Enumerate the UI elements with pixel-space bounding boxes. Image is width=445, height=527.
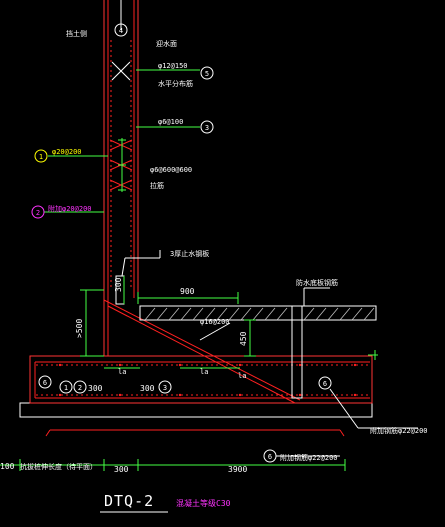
label-horiz-dist: 水平分布筋: [158, 79, 193, 88]
label-bottom-bar2: 附加钢筋φ22@200: [280, 453, 338, 462]
dim-300-mid: 300: [140, 384, 155, 393]
callout-3: [200, 120, 214, 134]
svg-text:4: 4: [119, 27, 123, 35]
wall-ties: [109, 139, 133, 191]
svg-text:1: 1: [64, 384, 68, 392]
callout-5: [200, 66, 214, 80]
haunch-rebar: [103, 299, 301, 404]
label-tie-bar: φ6@100: [158, 118, 183, 126]
callouts: [31, 23, 332, 463]
label-bottom-note: 抗拔桩伸长度（待平面）: [20, 462, 97, 471]
leader-lines: [159, 250, 418, 457]
drawing-subtitle: 混凝土等级C30: [176, 498, 231, 508]
callout-6a: [38, 375, 52, 389]
dim-500: >500: [75, 319, 84, 338]
label-bar1: φ20@200: [52, 148, 82, 156]
label-outer-side: 挡土侧: [66, 29, 87, 38]
bottom-bracket: [45, 429, 345, 437]
label-floor: 防水底板钢筋: [296, 278, 338, 287]
wall-outline: [103, 0, 139, 356]
dim-450: 450: [239, 331, 248, 346]
svg-text:6: 6: [323, 380, 327, 388]
label-bar2: 附加φ20@200: [48, 204, 92, 213]
floor-slab: [139, 305, 377, 399]
label-diag-bar: φ16@200: [200, 318, 230, 326]
label-la-right: la: [200, 368, 208, 376]
dimension-texts: 900 >500 450 300 300 300 100 300 3900: [0, 277, 248, 474]
dim-900: 900: [180, 287, 195, 296]
callout-1b: [59, 380, 73, 394]
dim-300-left: 300: [88, 384, 103, 393]
svg-text:3: 3: [163, 384, 167, 392]
callout-6b: [318, 376, 332, 390]
label-bottom-bar: 附加钢筋φ22@200: [370, 426, 428, 435]
dim-300-wall: 300: [114, 277, 123, 292]
dim-100: 100: [0, 462, 15, 471]
dimension-lines: [0, 69, 378, 471]
callout-numbers: 4 5 3 1 2 6 1 2 3 6 6: [36, 27, 327, 461]
label-horiz-bar: φ12@150: [158, 62, 188, 70]
dim-300-bottom: 300: [114, 465, 129, 474]
dim-3900: 3900: [228, 465, 247, 474]
svg-text:2: 2: [36, 209, 40, 217]
callout-4: [114, 23, 128, 37]
callout-1: [34, 149, 48, 163]
drawing-title: DTQ-2: [104, 492, 154, 510]
callout-3b: [158, 380, 172, 394]
label-la-diag: la: [238, 372, 246, 380]
svg-text:1: 1: [39, 153, 43, 161]
callout-2b: [73, 380, 87, 394]
callout-2: [31, 205, 45, 219]
label-tie2-note: 拉筋: [150, 181, 164, 190]
svg-text:6: 6: [43, 379, 47, 387]
label-waterstop: 3厚止水钢板: [170, 249, 209, 258]
svg-text:2: 2: [78, 384, 82, 392]
text-labels: 挡土侧 迎水面 φ12@150 水平分布筋 φ6@100 φ20@200 φ6@…: [20, 29, 428, 471]
callout-6c: [263, 449, 277, 463]
label-wall-face: 迎水面: [156, 39, 177, 48]
label-la-left: la: [118, 368, 126, 376]
svg-text:5: 5: [205, 70, 209, 78]
svg-text:6: 6: [268, 453, 272, 461]
svg-text:3: 3: [205, 124, 209, 132]
wall-tie-dim: [118, 138, 126, 192]
label-tie2: φ6@600@600: [150, 166, 192, 174]
base-slab: [19, 355, 373, 418]
